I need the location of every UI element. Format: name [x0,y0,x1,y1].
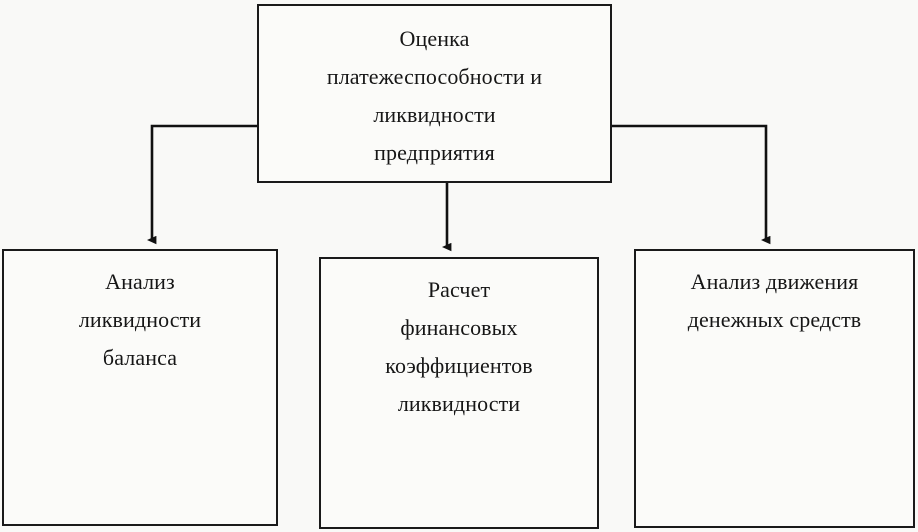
node-balance-liquidity-analysis: Анализ ликвидности баланса [2,249,278,526]
node-liquidity-ratios-calculation: Расчет финансовых коэффициентов ликвидно… [319,257,599,529]
node-cash-flow-analysis: Анализ движения денежных средств [634,249,915,528]
node-root-assessment: Оценка платежеспособности и ликвидности … [257,4,612,183]
edge-root-to-balance [147,124,257,245]
edge-root-to-cashflow [612,124,771,245]
